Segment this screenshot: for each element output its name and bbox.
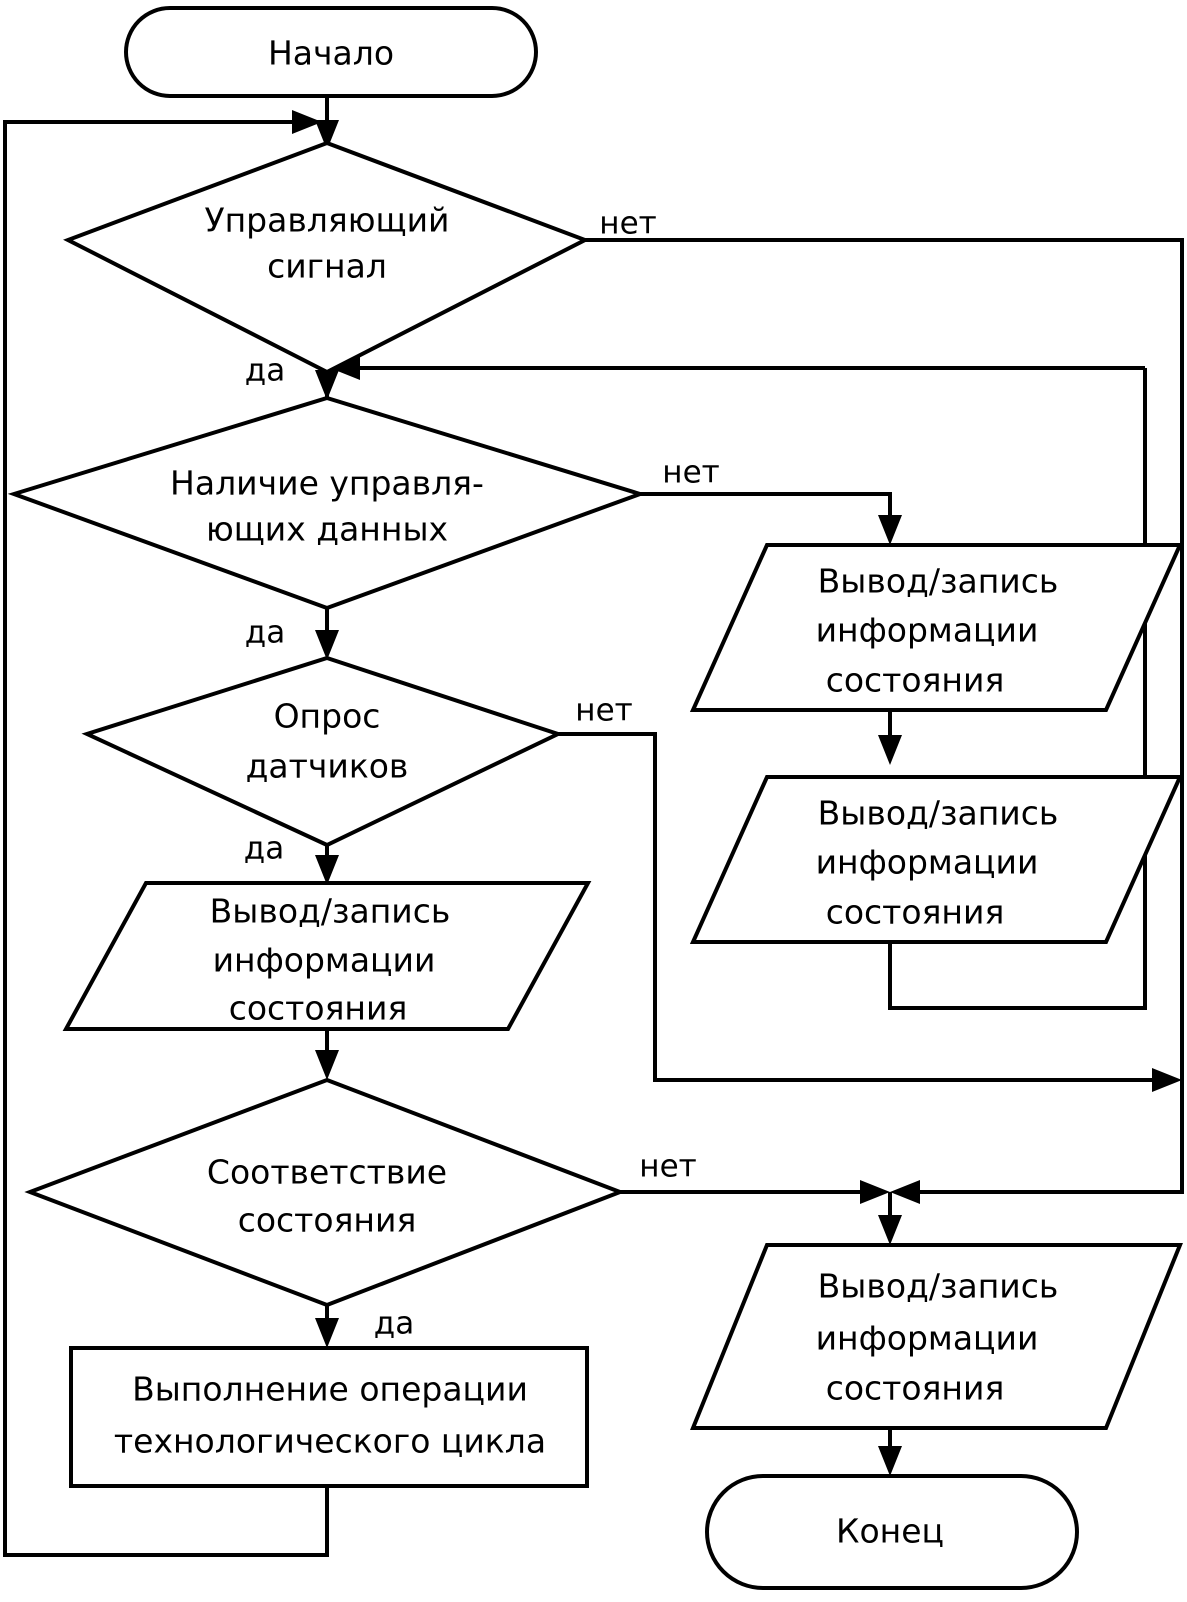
sensors-diamond-shape (81, 655, 564, 848)
edge-sensors-no (558, 732, 1162, 1082)
process-cycle-label-line2: технологического цикла (114, 1422, 546, 1461)
arrowhead-state-match-yes (315, 1318, 339, 1348)
arrowhead-return-to-control-data (330, 356, 360, 380)
edge-label-state-match-yes: да (374, 1306, 414, 1342)
io-end-shape (690, 1243, 1183, 1430)
arrowhead-sensors-no (1152, 1068, 1182, 1092)
io-right-2-label-line1: Вывод/запись (818, 794, 1059, 833)
edge-io-right-2-back-to-control-data (888, 368, 1147, 1010)
io-right-1-label-line2: информации (816, 611, 1039, 650)
edge-label-control-signal-yes: да (245, 353, 285, 389)
start-label: Начало (268, 34, 394, 73)
node-io-right-2[interactable]: Вывод/запись информации состояния (689, 775, 1184, 944)
edge-label-sensors-yes: да (244, 831, 284, 867)
control-signal-diamond-shape (63, 140, 590, 375)
node-decision-sensors[interactable]: Опрос датчиков (81, 655, 564, 848)
end-terminator-shape (705, 1474, 1079, 1590)
io-end-label-line1: Вывод/запись (818, 1267, 1059, 1306)
node-io-right-1[interactable]: Вывод/запись информации состояния (689, 543, 1184, 712)
edge-label-state-match-no: нет (639, 1149, 696, 1185)
node-decision-control-data[interactable]: Наличие управля- ющих данных (7, 395, 647, 611)
arrowhead-junction-to-io-end (878, 1215, 902, 1245)
io-right-2-label-line2: информации (816, 843, 1039, 882)
control-data-diamond-shape (7, 395, 647, 611)
arrowhead-start-to-control-signal (315, 120, 339, 150)
io-right-1-label-line1: Вывод/запись (818, 562, 1059, 601)
arrowhead-control-data-yes (315, 630, 339, 660)
process-cycle-label-line1: Выполнение операции (132, 1370, 528, 1409)
node-decision-state-match[interactable]: Соответствие состояния (24, 1077, 626, 1308)
end-label: Конец (836, 1512, 944, 1551)
control-data-label-line1: Наличие управля- (170, 464, 484, 503)
io-right-1-label-line3: состояния (826, 661, 1005, 700)
io-end-label-line3: состояния (826, 1369, 1005, 1408)
io-left-label-line1: Вывод/запись (210, 892, 451, 931)
process-cycle-shape (69, 1346, 589, 1488)
sensors-label-line1: Опрос (274, 697, 381, 736)
io-right-2-label-line3: состояния (826, 893, 1005, 932)
state-match-diamond-shape (24, 1077, 626, 1308)
node-end[interactable]: Конец (705, 1474, 1079, 1590)
arrowhead-state-match-no (860, 1180, 890, 1204)
start-terminator-shape (124, 6, 538, 98)
edge-process-loop-back (3, 120, 329, 1557)
arrowhead-loop-back-to-control-signal (292, 110, 322, 134)
arrowhead-io-left-to-state-match (315, 1050, 339, 1080)
sensors-label-line2: датчиков (246, 747, 409, 786)
arrowhead-control-signal-yes (315, 370, 339, 400)
edge-label-control-data-yes: да (245, 615, 285, 651)
arrowhead-io-right-1-to-2 (878, 735, 902, 765)
io-left-label-line3: состояния (229, 989, 408, 1028)
node-process-cycle[interactable]: Выполнение операции технологического цик… (69, 1346, 589, 1488)
io-left-shape (62, 881, 592, 1031)
arrowhead-control-data-no (878, 515, 902, 545)
node-io-end[interactable]: Вывод/запись информации состояния (690, 1243, 1183, 1430)
edge-control-signal-no (585, 238, 1184, 1194)
edge-control-data-no (640, 492, 892, 530)
edge-label-sensors-no: нет (575, 693, 632, 729)
arrowhead-sensors-yes (315, 855, 339, 885)
state-match-label-line2: состояния (238, 1201, 417, 1240)
node-decision-control-signal[interactable]: Управляющий сигнал (63, 140, 590, 375)
edge-label-control-data-no: нет (662, 455, 719, 491)
arrowhead-io-end-to-end (878, 1446, 902, 1476)
control-signal-label-line2: сигнал (267, 247, 387, 286)
io-end-label-line2: информации (816, 1319, 1039, 1358)
arrowhead-control-signal-no (890, 1180, 920, 1204)
control-data-label-line2: ющих данных (206, 510, 448, 549)
io-right-1-shape (689, 543, 1184, 712)
edge-label-control-signal-no: нет (599, 206, 656, 242)
state-match-label-line1: Соответствие (207, 1153, 447, 1192)
node-io-left[interactable]: Вывод/запись информации состояния (62, 881, 592, 1031)
node-start[interactable]: Начало (124, 6, 538, 98)
control-signal-label-line1: Управляющий (204, 201, 449, 240)
io-left-label-line2: информации (213, 941, 436, 980)
io-right-2-shape (689, 775, 1184, 944)
